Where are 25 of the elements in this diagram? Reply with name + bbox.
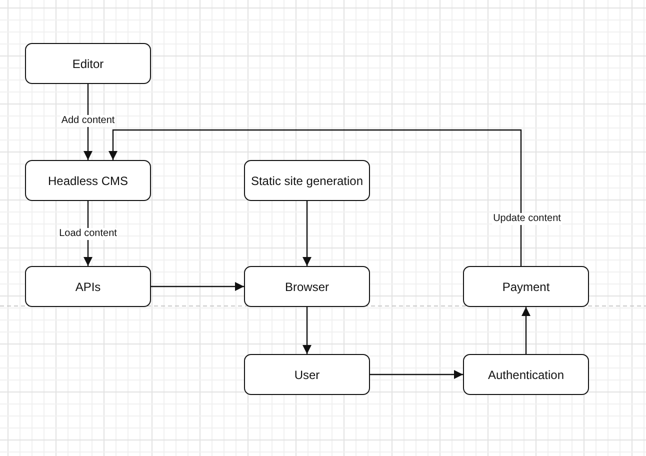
node-label: APIs — [75, 280, 101, 294]
node-label: User — [294, 368, 320, 382]
arrow — [302, 201, 312, 266]
process-box — [25, 266, 151, 307]
node-label: Static site generation — [250, 174, 364, 188]
arrow — [151, 282, 244, 291]
node-label: Authentication — [488, 368, 564, 382]
edge-label: Add content — [60, 115, 116, 127]
edge-label: Update content — [492, 213, 562, 225]
process-box — [244, 354, 370, 395]
arrow — [370, 370, 463, 379]
edge-label: Load content — [58, 228, 118, 240]
process-box — [463, 354, 589, 395]
node-label: Editor — [72, 56, 104, 70]
arrow — [522, 307, 530, 354]
process-box — [25, 43, 151, 84]
arrow — [302, 307, 312, 354]
process-box — [244, 266, 370, 307]
process-box — [244, 160, 370, 201]
node-label: Browser — [284, 280, 329, 294]
process-box — [463, 266, 589, 307]
process-box — [25, 160, 151, 201]
node-label: Headless CMS — [48, 174, 128, 188]
arrow — [108, 129, 522, 266]
node-label: Payment — [502, 280, 550, 294]
